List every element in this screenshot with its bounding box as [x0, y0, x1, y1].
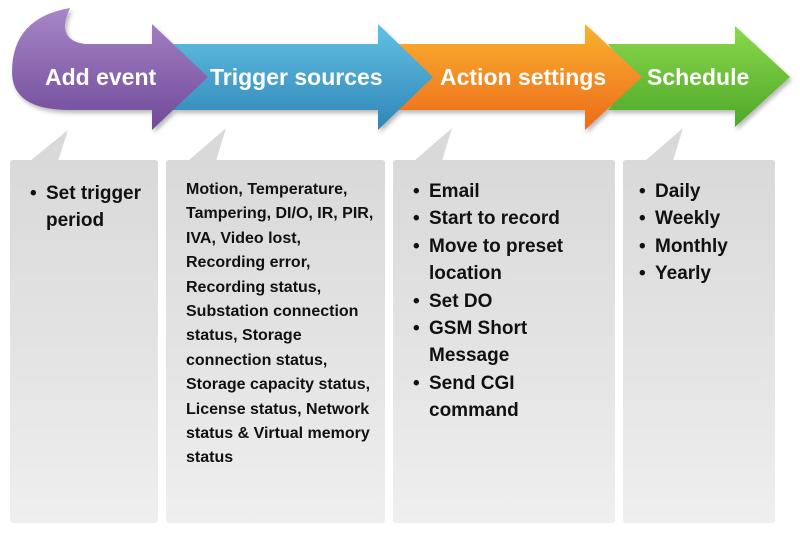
- stage-label-schedule: Schedule: [647, 64, 749, 90]
- list-item: Move to preset location: [413, 233, 609, 288]
- stage-label-action-settings: Action settings: [440, 64, 606, 90]
- list-item: Set DO: [413, 288, 609, 316]
- add-event-list: Set trigger period: [30, 180, 148, 234]
- trigger-sources-arrow: [155, 24, 433, 130]
- trigger-sources-text: Motion, Temperature, Tampering, DI/O, IR…: [186, 181, 374, 467]
- list-item: Send CGI command: [413, 370, 609, 425]
- add-event-panel: Set trigger period: [10, 160, 158, 523]
- list-item: Set trigger period: [30, 180, 148, 234]
- list-item: Start to record: [413, 205, 609, 233]
- add-event-arrow: [12, 8, 208, 130]
- list-item: GSM Short Message: [413, 315, 609, 370]
- stage-label-add-event: Add event: [45, 64, 157, 90]
- list-item: Daily: [639, 178, 769, 206]
- list-item: Yearly: [639, 260, 769, 288]
- callout-tail-add-event: [30, 130, 68, 161]
- list-item: Email: [413, 178, 609, 206]
- schedule-panel: Daily Weekly Monthly Yearly: [623, 160, 775, 523]
- callout-tail-schedule: [645, 128, 683, 161]
- schedule-arrow: [608, 26, 790, 127]
- list-item: Weekly: [639, 205, 769, 233]
- action-settings-panel: Email Start to record Move to preset loc…: [393, 160, 615, 523]
- action-settings-arrow: [385, 24, 642, 130]
- action-settings-list: Email Start to record Move to preset loc…: [413, 178, 609, 425]
- stage-label-trigger-sources: Trigger sources: [210, 64, 383, 90]
- callout-tail-trigger-sources: [188, 128, 226, 161]
- list-item: Monthly: [639, 233, 769, 261]
- schedule-list: Daily Weekly Monthly Yearly: [639, 178, 769, 288]
- callout-tail-action-settings: [414, 128, 452, 161]
- trigger-sources-panel: Motion, Temperature, Tampering, DI/O, IR…: [166, 160, 385, 523]
